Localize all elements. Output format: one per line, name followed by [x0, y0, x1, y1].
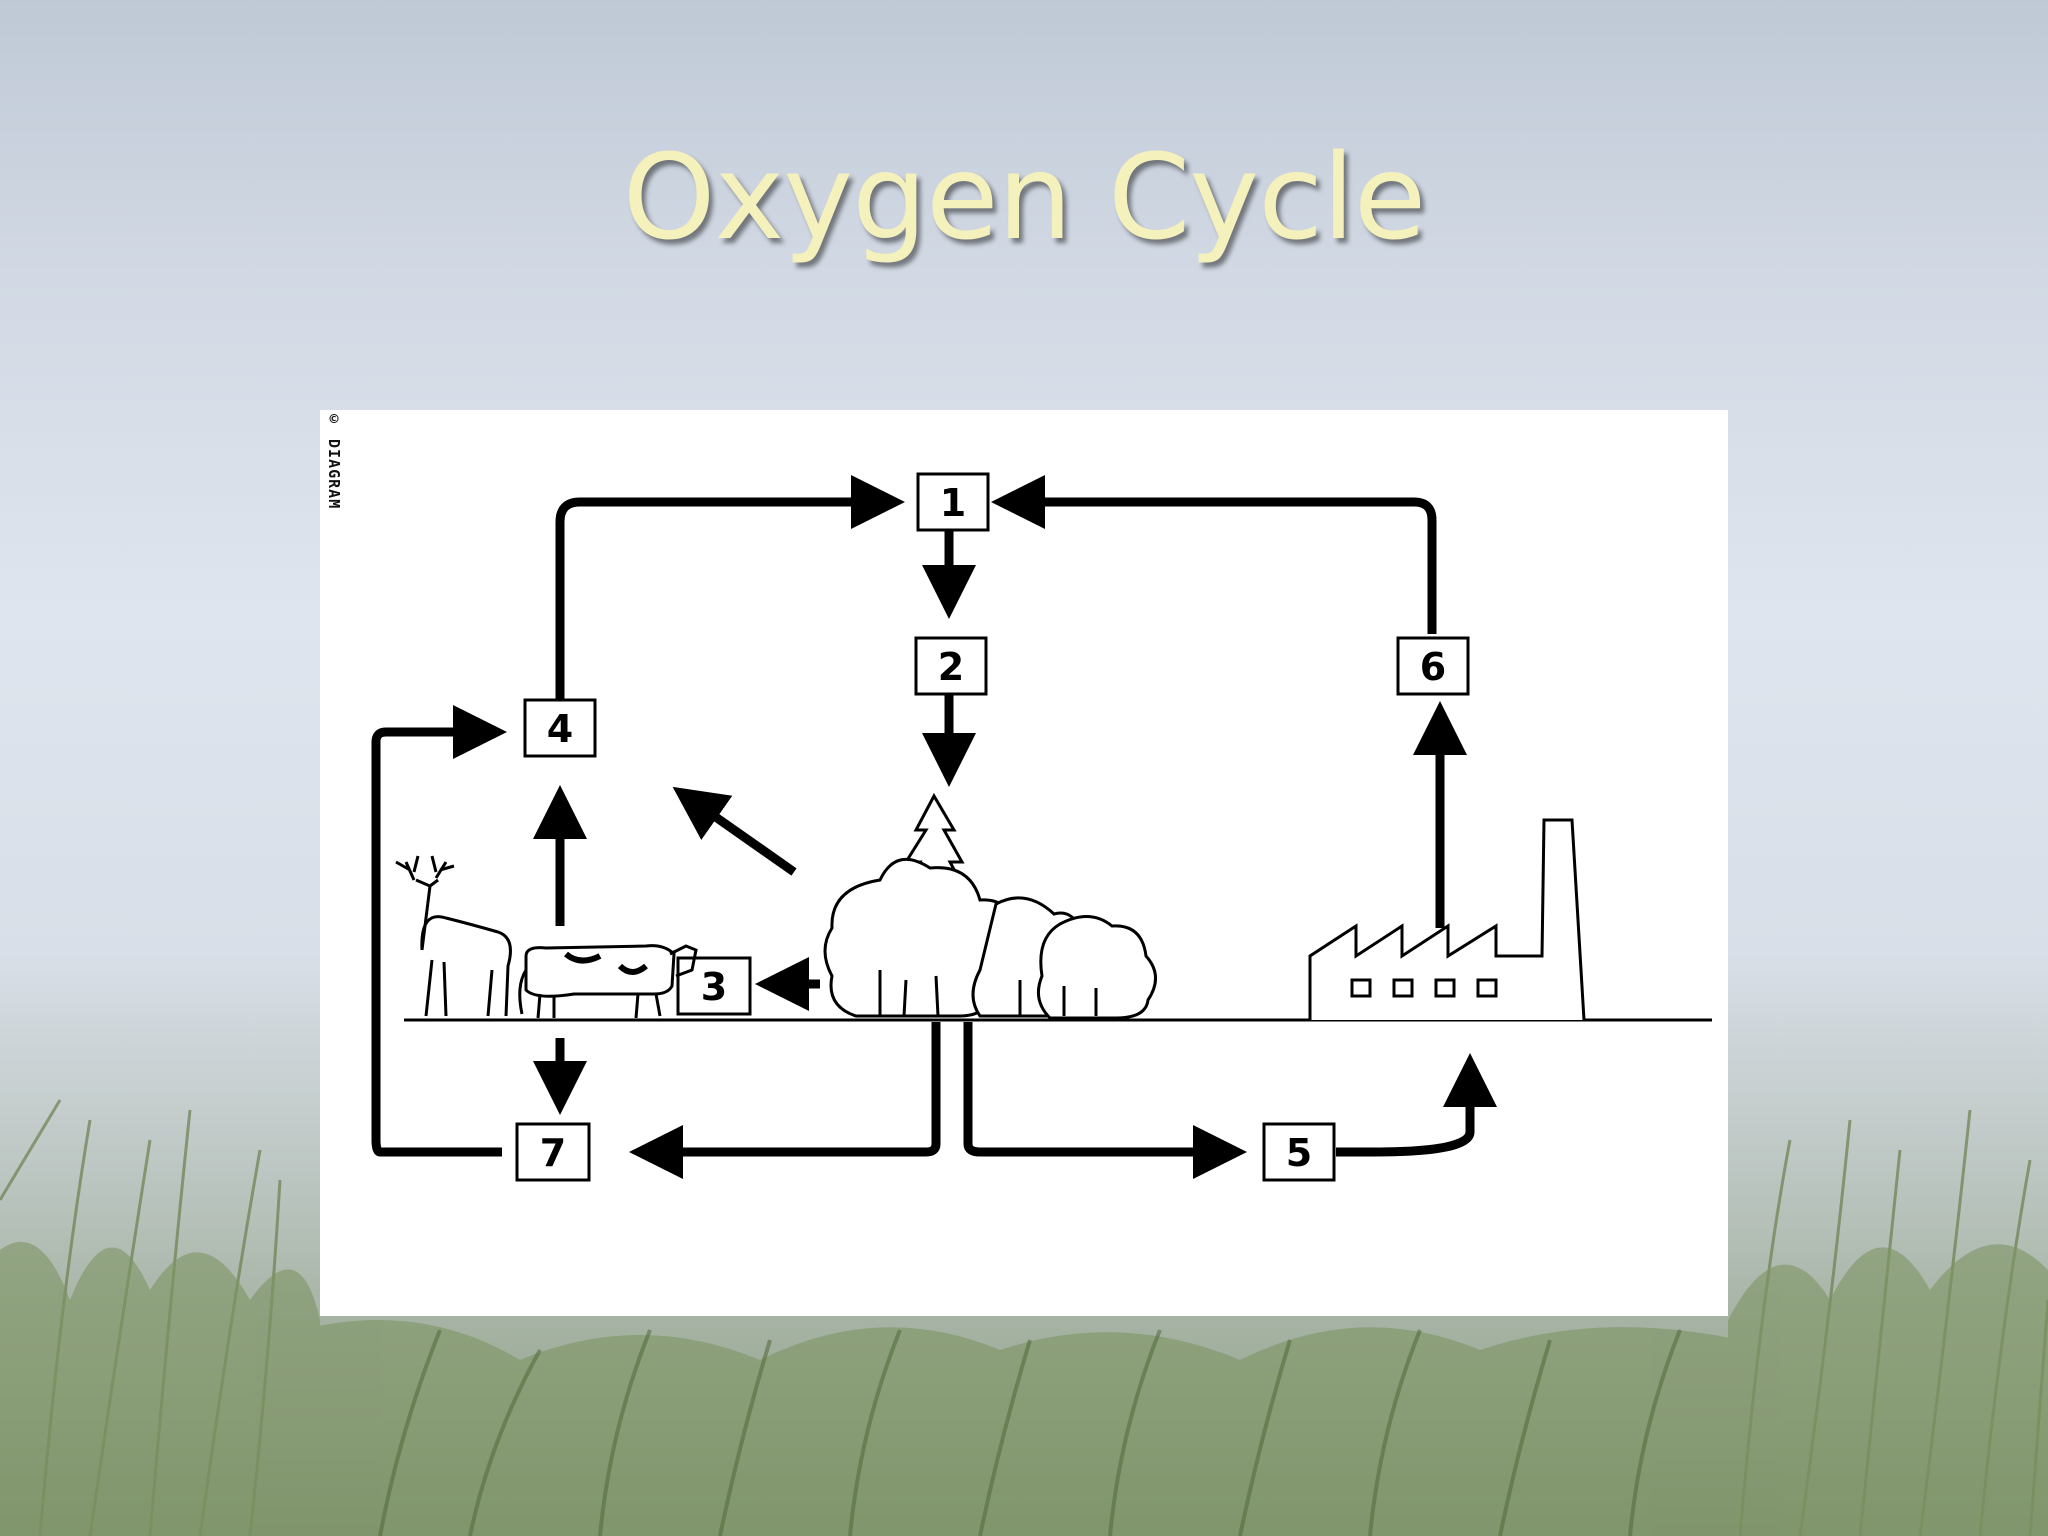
svg-text:6: 6: [1420, 645, 1446, 689]
slide-title: Oxygen Cycle: [622, 128, 1427, 266]
label-box-2: 2: [914, 636, 988, 696]
label-box-3: 3: [676, 956, 752, 1016]
svg-text:2: 2: [938, 645, 964, 689]
svg-text:5: 5: [1286, 1131, 1312, 1175]
trees-illustration: [823, 792, 1157, 1020]
arrow-ground-to-7: [629, 1022, 941, 1179]
arrow-trees-to-4: [672, 786, 797, 876]
svg-text:4: 4: [547, 707, 573, 751]
label-box-4: 4: [523, 698, 597, 758]
cow-illustration: [518, 944, 698, 1019]
arrow-4-to-1: [555, 475, 905, 726]
deer-illustration: [395, 855, 512, 1017]
arrow-6-to-1: [991, 475, 1437, 634]
oxygen-cycle-diagram: 1 2 3 4 5 6 7: [320, 410, 1728, 1316]
diagram-copyright-credit: © DIAGRAM: [325, 410, 343, 510]
factory-illustration: [1308, 818, 1586, 1021]
label-box-1: 1: [916, 472, 990, 532]
arrow-ground-to-5: [963, 1022, 1247, 1179]
arrow-5-to-factory: [1336, 1053, 1497, 1157]
label-box-6: 6: [1396, 636, 1470, 696]
svg-text:7: 7: [540, 1131, 566, 1175]
svg-text:1: 1: [940, 481, 966, 525]
label-box-5: 5: [1262, 1122, 1336, 1182]
diagram-canvas: 1 2 3 4 5 6 7: [371, 472, 1712, 1182]
arrow-7-to-4: [371, 705, 507, 1157]
label-box-7: 7: [515, 1122, 591, 1182]
svg-text:3: 3: [701, 965, 727, 1009]
